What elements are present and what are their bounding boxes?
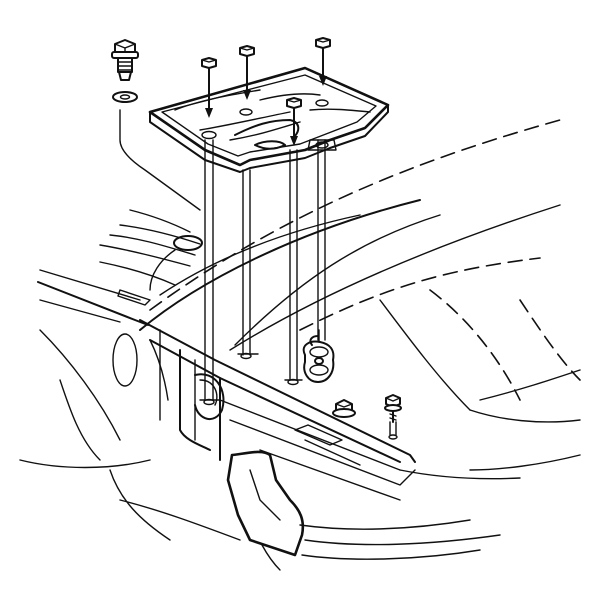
long-stud (201, 37, 331, 146)
flat-washer (112, 91, 138, 103)
splash-shield (119, 450, 581, 571)
captive-nut-clip (302, 329, 335, 383)
hex-bolt-right (384, 394, 402, 440)
frame-rail (139, 319, 416, 501)
battery-tray (148, 66, 390, 173)
fender-left-edge (19, 209, 203, 541)
assembly-leader-lines (119, 109, 326, 401)
flange-nut (332, 399, 356, 418)
inner-fender-panel (139, 119, 581, 423)
mounting-holes (199, 352, 303, 406)
hex-bolt (111, 39, 139, 81)
